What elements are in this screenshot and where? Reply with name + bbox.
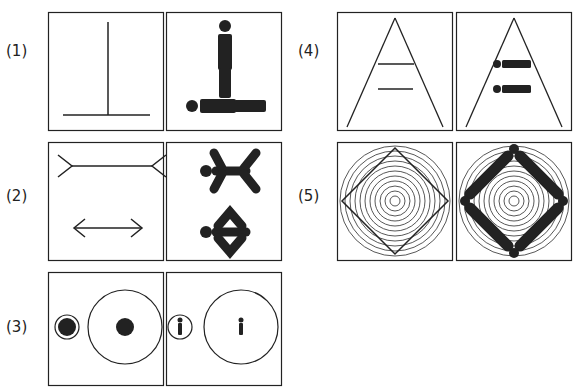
person-figures [493, 60, 531, 93]
panel-number: (1) [6, 44, 27, 59]
muller-lyer-lines [58, 155, 166, 237]
person-figures [186, 20, 266, 113]
panel-number: (3) [6, 320, 27, 335]
context-circles [55, 290, 278, 364]
concentric-circles [340, 146, 569, 256]
diamond-shape [342, 148, 448, 254]
panel-frames [49, 13, 572, 386]
target-shapes [58, 318, 244, 337]
panel-number: (2) [6, 189, 27, 204]
panel-number: (4) [298, 44, 319, 59]
person-figures [200, 153, 256, 252]
person-figures [460, 144, 568, 258]
panel-number: (5) [298, 189, 319, 204]
t-lines [63, 22, 150, 115]
ponzo-lines [347, 18, 562, 127]
